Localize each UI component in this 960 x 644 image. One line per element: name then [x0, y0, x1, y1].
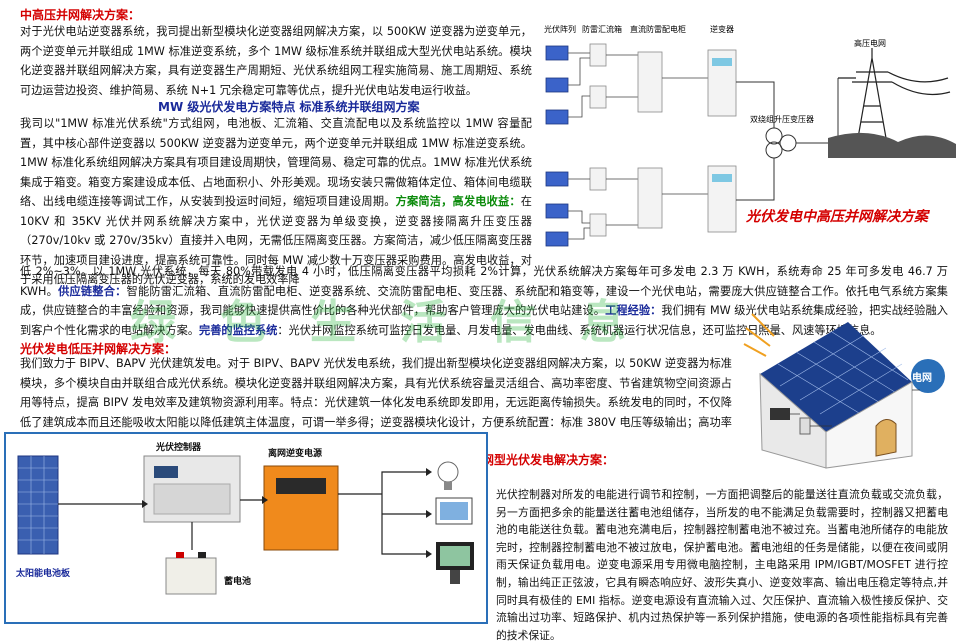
section4-title: 离网型光伏发电解决方案：: [470, 453, 615, 467]
svg-text:双绕组升压变压器: 双绕组升压变压器: [750, 114, 814, 124]
light-bulb-icon: [437, 461, 459, 490]
pv-array-column: [545, 45, 569, 247]
tv-monitor-icon: [435, 497, 473, 525]
watermark-text: 绿 色 生 活 信 息: [130, 295, 641, 349]
svg-text:逆变器: 逆变器: [710, 24, 734, 34]
svg-text:防雷汇流箱: 防雷汇流箱: [582, 24, 622, 34]
svg-text:光伏阵列: 光伏阵列: [544, 24, 576, 34]
svg-text:离网逆变电源: 离网逆变电源: [268, 447, 322, 459]
lcd-screen-icon: [436, 542, 474, 584]
highlight-simple-solution: 方案简洁，高发电收益：: [395, 195, 521, 208]
off-grid-diagram: 光伏控制器 离网逆变电源 太阳能电池板 蓄电池: [4, 432, 488, 624]
svg-text:高压电网: 高压电网: [854, 38, 886, 48]
highlight-supply-chain: 供应链整合：: [58, 284, 127, 298]
svg-text:光伏控制器: 光伏控制器: [155, 441, 202, 453]
svg-text:直流防雷配电柜: 直流防雷配电柜: [630, 24, 686, 34]
svg-text:蓄电池: 蓄电池: [224, 575, 251, 587]
grid-badge: 电网: [912, 373, 932, 384]
svg-text:太阳能电池板: 太阳能电池板: [15, 567, 71, 579]
highlight-engineering: 工程经验：: [605, 304, 662, 317]
grid-connection-diagram: 光伏阵列 防雷汇流箱 直流防雷配电柜 逆变器 双绕组升压变压器 高压电网 光伏发…: [538, 18, 958, 253]
highlight-monitoring: 完善的监控系统: [199, 323, 278, 337]
grid-diagram-caption: 光伏发电中高压并网解决方案: [746, 209, 928, 225]
power-pylon: [838, 48, 951, 139]
section4-paragraph: 光伏控制器对所发的电能进行调节和控制，一方面把调整后的能量送往直流负载或交流负载…: [496, 488, 948, 642]
section2-title: MW 级光伏发电方案特点 标准系统并联组网方案: [158, 100, 420, 114]
solar-panel-graphic: [17, 455, 59, 555]
section1-paragraph: 对于光伏电站逆变器系统，我司提出新型模块化逆变器组网解决方案，以 500KW 逆…: [20, 25, 532, 97]
section3-title: 光伏发电低压并网解决方案：: [20, 342, 177, 356]
section2-paragraph-cont: 低 2%~3%。以 1MW 光伏系统，每天 80%带载发电 4 小时，低压隔离变…: [20, 265, 948, 337]
section1-title: 中高压并网解决方案：: [20, 8, 141, 22]
house-pv-diagram: 电网: [740, 300, 960, 472]
section3-paragraph: 我们致力于 BIPV、BAPV 光伏建筑发电。对于 BIPV、BAPV 光伏发电…: [20, 357, 732, 448]
combiner-box-column: [589, 43, 607, 237]
section2-paragraph: 我司以"1MW 标准光伏系统"方式组网，电池板、汇流箱、交直流配电以及系统监控以…: [20, 117, 532, 286]
